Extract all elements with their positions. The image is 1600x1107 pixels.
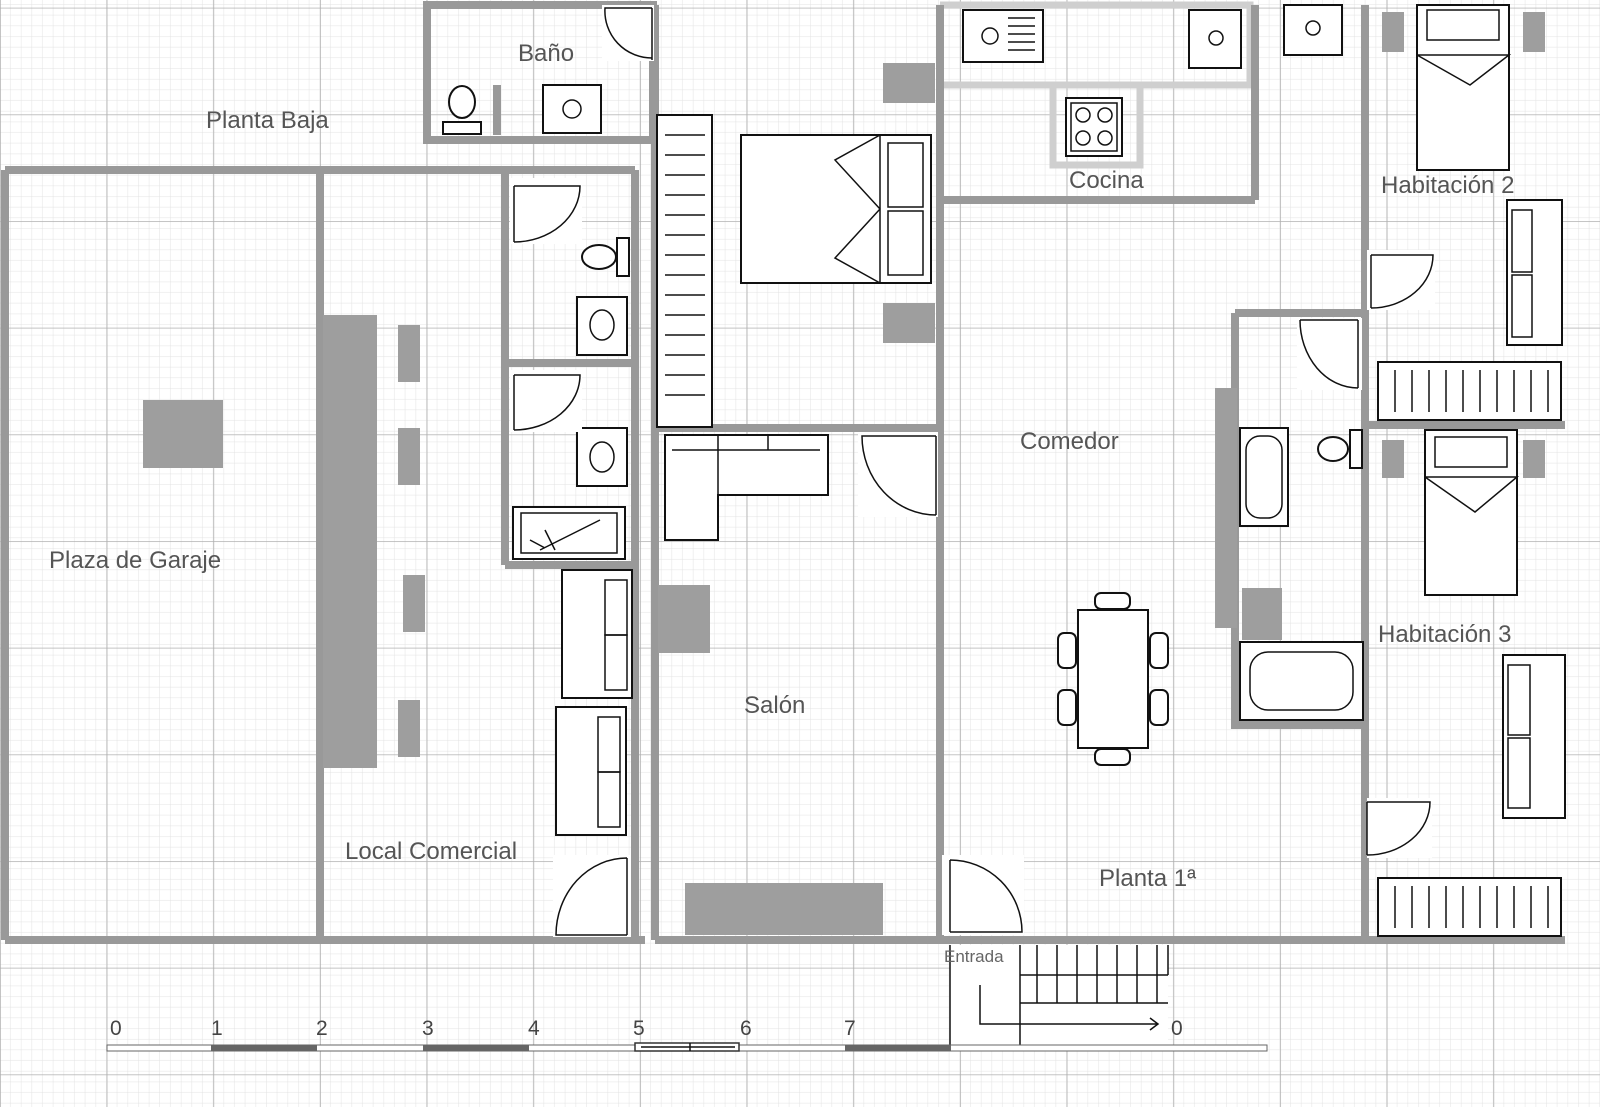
door-icon [602,5,654,61]
scale-tick: 0 [110,1017,122,1040]
label-salon: Salón [744,692,805,719]
label-comedor: Comedor [1020,428,1119,455]
nightstand [1382,440,1404,478]
door-icon [1366,798,1432,858]
label-planta-baja: Planta Baja [206,107,329,134]
staircase-icon [949,945,1169,1050]
scale-tick: 3 [422,1017,434,1040]
door-icon [553,855,631,937]
label-planta-1: Planta 1ª [1099,865,1196,892]
kitchen-counters [940,1,1254,169]
cabinet [1242,588,1282,640]
label-local-comercial: Local Comercial [345,838,517,865]
sofa-icon [1506,199,1563,346]
shelf [398,700,420,757]
door-icon [1367,250,1435,310]
sofa-icon [561,569,633,699]
nightstand [1523,440,1545,478]
label-habitacion-3: Habitación 3 [1378,621,1511,648]
bathtub-icon [1239,641,1364,721]
label-cocina: Cocina [1069,167,1144,194]
door-icon [942,855,1024,935]
scale-tick: 1 [211,1017,223,1040]
sink-icon [542,84,602,134]
sofa-icon [555,706,627,836]
scale-tick: 4 [528,1017,540,1040]
nightstand [1523,12,1545,52]
label-habitacion-2: Habitación 2 [1381,172,1514,199]
door-icon [1297,318,1362,390]
nightstand [883,303,935,343]
shop-counter [323,315,377,768]
furniture [442,4,1566,937]
scale-bar: 0 1 2 3 4 5 6 7 0 [106,1017,1268,1052]
label-bano: Baño [518,40,574,67]
side-table [658,585,710,653]
shelf [398,428,420,485]
partition [1215,388,1237,628]
sink-icon [576,427,628,487]
scale-tick: 7 [844,1017,856,1040]
sink-icon [1188,9,1242,69]
wardrobe-icon [656,114,713,428]
scale-tick: 6 [740,1017,752,1040]
bed-icon [1416,4,1512,171]
toilet-icon [1317,429,1363,469]
shelf [398,325,420,382]
gray-blocks [143,12,1545,935]
toilet-icon [581,237,630,277]
bed-icon [1424,429,1520,596]
shelf [403,575,425,632]
scale-tick-end: 0 [1171,1017,1183,1040]
scale-tick: 2 [316,1017,328,1040]
sectional-sofa-icon [664,434,829,541]
label-plaza-garaje: Plaza de Garaje [49,547,221,574]
walls [1,1,1565,944]
doors [510,5,1435,937]
nightstand [883,63,935,103]
wardrobe-icon [1377,361,1562,421]
sink-icon [962,9,1044,63]
shower-icon [512,506,626,560]
room-labels: Baño Planta Baja Cocina Habitación 2 Pla… [49,40,1514,966]
dining-table-icon [1057,592,1169,766]
nightstand [1382,12,1404,52]
sofa-icon [1502,654,1566,819]
door-icon [858,432,938,517]
sink-icon [1283,4,1343,56]
scale-tick: 5 [633,1017,645,1040]
label-entrada: Entrada [944,947,1004,966]
bed-icon [740,134,932,284]
toilet-icon [442,85,482,135]
tv-unit [685,883,883,935]
door-icon [510,370,582,432]
door-icon [510,178,582,244]
stove-icon [1065,97,1123,157]
wardrobe-icon [1377,877,1562,937]
garage-column [143,400,223,468]
sink-icon [576,296,628,356]
bathtub-icon [1239,427,1289,527]
